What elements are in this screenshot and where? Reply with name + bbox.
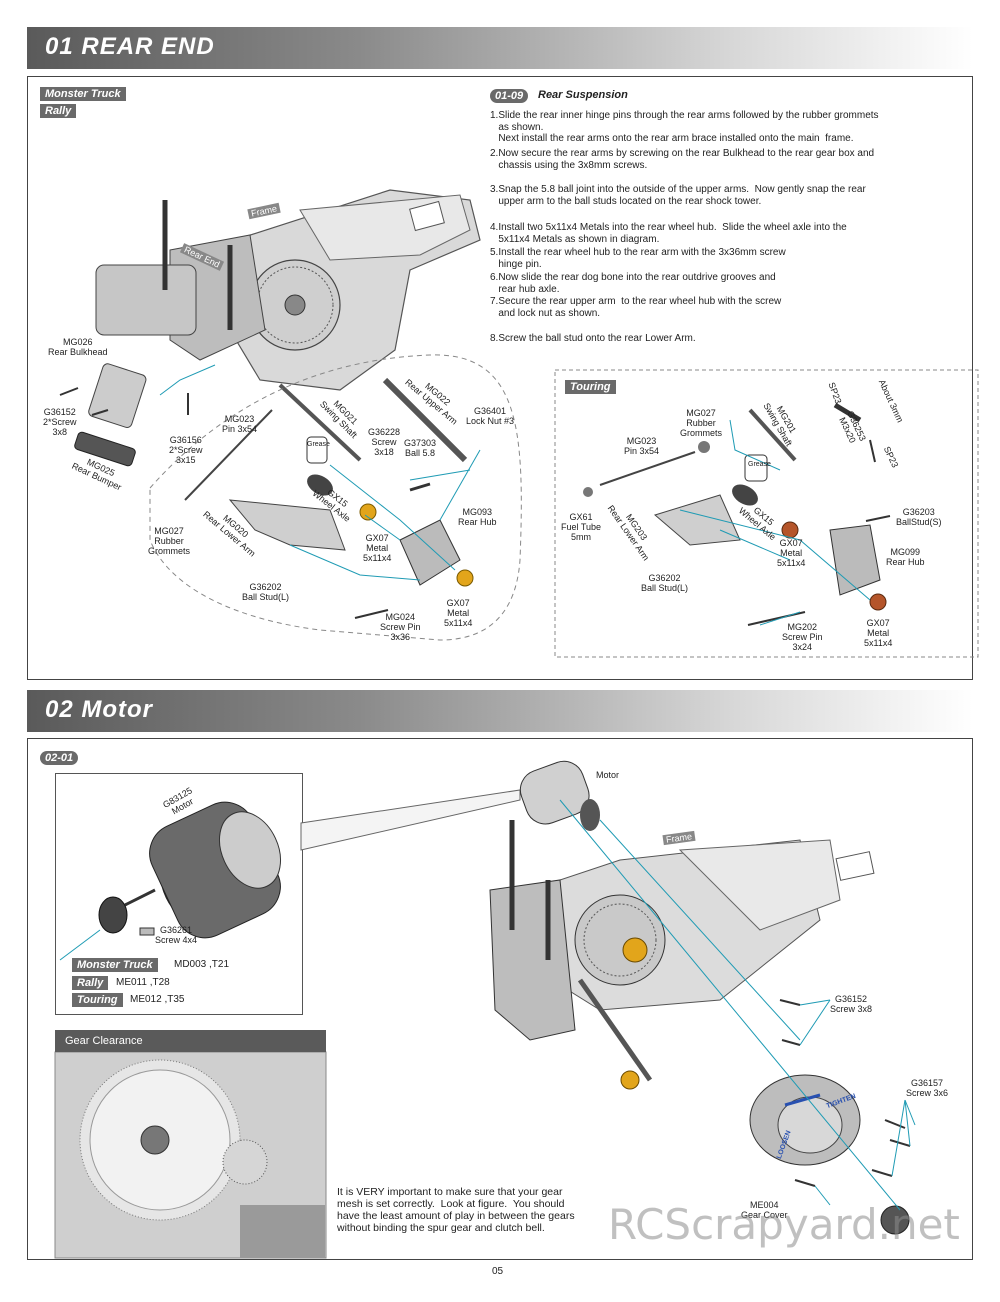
variant-value-rally: ME011 ,T28 — [116, 977, 170, 988]
gear-clearance-title: Gear Clearance — [55, 1030, 326, 1052]
touring-label-mg027: MG027 Rubber Grommets — [680, 408, 723, 438]
instruction-6: 6.Now slide the rear dog bone into the r… — [490, 272, 776, 295]
step-title: Rear Suspension — [538, 89, 628, 101]
label-mg027: MG027 Rubber Grommets — [148, 526, 191, 556]
touring-label-gx07-b: GX07 Metal 5x11x4 — [864, 618, 893, 648]
step-tag: 01-09 — [490, 89, 529, 103]
watermark: RCScrapyard.net — [608, 1200, 960, 1249]
section-header-rear-end: 01 REAR END — [27, 27, 973, 69]
touring-label-mg202: MG202 Screw Pin 3x24 — [782, 622, 823, 652]
label-mg024: MG024 Screw Pin 3x36 — [380, 612, 421, 642]
touring-label-g36203: G36203 BallStud(S) — [896, 507, 942, 527]
touring-label-mg023: MG023 Pin 3x54 — [624, 436, 660, 456]
touring-label-mg099: MG099 Rear Hub — [886, 547, 925, 567]
section-header-motor: 02 Motor — [27, 690, 973, 732]
label-g36157: G36157 Screw 3x6 — [906, 1078, 949, 1098]
label-motor: Motor — [596, 770, 620, 780]
touring-lower-arm-shape — [653, 494, 741, 546]
page-number: 05 — [492, 1266, 504, 1277]
gear-mesh-note: It is VERY important to make sure that y… — [337, 1186, 575, 1234]
motor-step-tag: 02-01 — [40, 751, 79, 765]
variant-tag-monster-truck: Monster Truck — [72, 958, 158, 972]
rear-bulkhead-shape — [95, 264, 197, 336]
label-mg026: MG026 Rear Bulkhead — [48, 337, 108, 357]
variant-value-touring: ME012 ,T35 — [130, 994, 185, 1005]
label-gx07-a: GX07 Metal 5x11x4 — [363, 533, 392, 563]
label-g36156: G36156 2*Screw 3x15 — [169, 435, 203, 465]
motor-shape — [519, 760, 590, 825]
rear-bumper-shape — [74, 431, 136, 467]
touring-label-grease: Grease — [748, 461, 771, 468]
label-g36152: G36152 2*Screw 3x8 — [43, 407, 77, 437]
touring-tag: Touring — [565, 380, 616, 394]
variant-tag-touring: Touring — [72, 993, 123, 1007]
touring-rear-hub-shape — [829, 524, 881, 596]
label-mg093: MG093 Rear Hub — [458, 507, 497, 527]
label-gx07-b: GX07 Metal 5x11x4 — [444, 598, 473, 628]
label-g36152-motor: G36152 Screw 3x8 — [830, 994, 873, 1014]
label-g37303: G37303 Ball 5.8 — [404, 438, 437, 458]
label-grease: Grease — [307, 441, 330, 448]
instruction-3: 3.Snap the 5.8 ball joint into the outsi… — [490, 184, 866, 207]
label-g36202: G36202 Ball Stud(L) — [242, 582, 290, 602]
label-g36228: G36228 Screw 3x18 — [368, 427, 401, 457]
instruction-1: 1.Slide the rear inner hinge pins throug… — [490, 110, 879, 145]
instruction-8: 8.Screw the ball stud onto the rear Lowe… — [490, 333, 696, 344]
touring-label-g36202: G36202 Ball Stud(L) — [641, 573, 689, 593]
touring-label-gx61: GX61 Fuel Tube 5mm — [561, 512, 602, 542]
rear-lower-arm-shape — [228, 499, 346, 551]
model-tag-monster-truck: Monster Truck — [40, 87, 126, 101]
instruction-4: 4.Install two 5x11x4 Metals into the rea… — [490, 222, 847, 245]
section-title: 02 Motor — [45, 696, 154, 723]
touring-label-gx07-a: GX07 Metal 5x11x4 — [777, 538, 806, 568]
instruction-2: 2.Now secure the rear arms by screwing o… — [490, 148, 875, 171]
variant-value-monster-truck: MD003 ,T21 — [174, 959, 230, 970]
section-title: 01 REAR END — [45, 33, 215, 60]
model-tag-rally: Rally — [40, 104, 77, 118]
label-mg023: MG023 Pin 3x54 — [222, 414, 258, 434]
variant-tag-rally: Rally — [72, 976, 109, 990]
instruction-5: 5.Install the rear wheel hub to the rear… — [490, 247, 786, 270]
rear-hub-shape — [399, 519, 461, 586]
label-g36261: G36261 Screw 4x4 — [155, 925, 198, 945]
instruction-7: 7.Secure the rear upper arm to the rear … — [490, 296, 782, 319]
label-me004: ME004 Gear Cover — [741, 1200, 788, 1220]
label-g36401: G36401 Lock Nut #3 — [466, 406, 515, 426]
